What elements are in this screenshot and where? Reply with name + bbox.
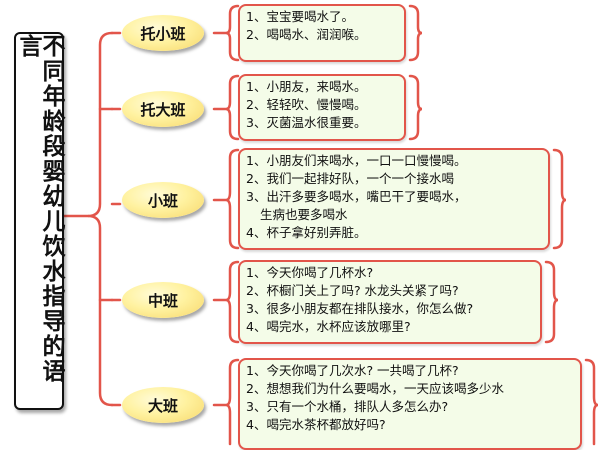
content-line: 1、今天你喝了几次水? 一共喝了几杯? — [246, 363, 459, 378]
class-node-xiao: 小班 — [122, 182, 204, 218]
class-node-tuoxiao: 托小班 — [122, 15, 204, 51]
content-line: 4、杯子拿好别弄脏。 — [246, 225, 367, 240]
content-line: 2、喝喝水、润润喉。 — [246, 27, 367, 42]
content-line: 4、喝完水茶杯都放好吗? — [246, 417, 386, 432]
content-line: 3、出汗多要多喝水，嘴巴干了要喝水， — [246, 189, 467, 204]
content-box-zhong: 1、今天你喝了几杯水? 2、杯橱门关上了吗? 水龙头关紧了吗? 3、很多小朋友都… — [238, 260, 542, 344]
content-box-da: 1、今天你喝了几次水? 一共喝了几杯? 2、想想我们为什么要喝水，一天应该喝多少… — [238, 358, 582, 450]
content-line: 3、灭菌温水很重要。 — [246, 115, 367, 130]
content-box-xiao: 1、小朋友们来喝水，一口一口慢慢喝。 2、我们一起排好队，一个一个接水喝 3、出… — [238, 148, 550, 250]
content-line: 1、小朋友，来喝水。 — [246, 79, 367, 94]
content-line: 1、小朋友们来喝水，一口一口慢慢喝。 — [246, 153, 467, 168]
content-line: 1、今天你喝了几杯水? — [246, 265, 374, 280]
class-node-da: 大班 — [122, 387, 204, 423]
content-line: 1、宝宝要喝水了。 — [246, 9, 354, 24]
class-node-zhong: 中班 — [122, 282, 204, 318]
content-line: 3、只有一个水桶，排队人多怎么办? — [246, 399, 449, 414]
content-line: 4、喝完水，水杯应该放哪里? — [246, 319, 411, 334]
class-node-tuoda: 托大班 — [122, 91, 204, 127]
content-line: 2、想想我们为什么要喝水，一天应该喝多少水 — [246, 381, 504, 396]
content-box-tuoxiao: 1、宝宝要喝水了。 2、喝喝水、润润喉。 — [238, 4, 406, 62]
title-box: 不同年龄段婴幼儿饮水指导的语言 — [14, 32, 64, 410]
content-box-tuoda: 1、小朋友，来喝水。 2、轻轻吹、慢慢喝。 3、灭菌温水很重要。 — [238, 74, 406, 141]
content-line: 3、很多小朋友都在排队接水，你怎么做? — [246, 301, 474, 316]
content-line: 2、轻轻吹、慢慢喝。 — [246, 97, 367, 112]
content-line: 生病也要多喝水 — [260, 207, 348, 222]
content-line: 2、杯橱门关上了吗? 水龙头关紧了吗? — [246, 283, 459, 298]
content-line: 2、我们一起排好队，一个一个接水喝 — [246, 171, 454, 186]
diagram-title: 不同年龄段婴幼儿饮水指导的语言 — [15, 34, 64, 384]
